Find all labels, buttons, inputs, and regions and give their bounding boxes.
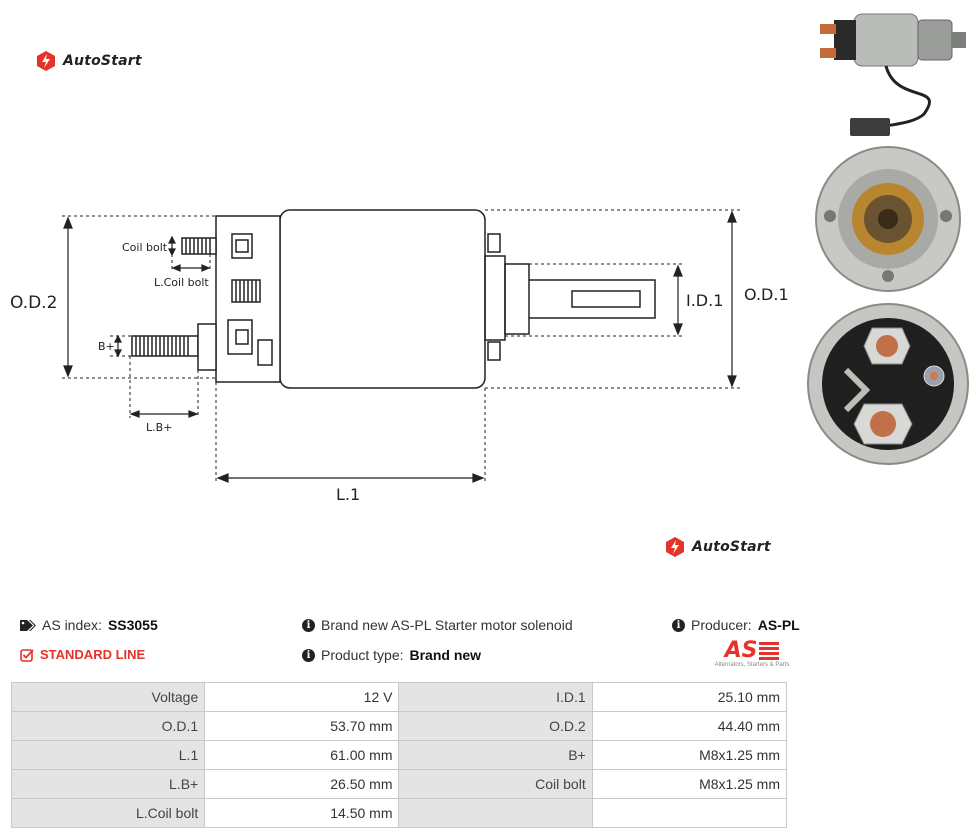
- label-l-coil-bolt: L.Coil bolt: [154, 276, 209, 289]
- spec-value: 61.00 mm: [204, 740, 400, 770]
- spec-value: M8x1.25 mm: [591, 769, 788, 799]
- product-photo-terminals[interactable]: [806, 300, 970, 468]
- producer-logo[interactable]: AS Alternators, Starters & Parts: [712, 638, 792, 669]
- spec-label: O.D.2: [398, 711, 593, 741]
- spec-label: [398, 798, 593, 828]
- standard-line-label: STANDARD LINE: [40, 647, 146, 662]
- description-text: Brand new AS-PL Starter motor solenoid: [321, 617, 573, 633]
- as-index-value: SS3055: [107, 617, 158, 633]
- producer-logo-stripes-icon: [759, 642, 780, 660]
- solenoid-dimension-diagram: Coil bolt L.Coil bolt O.D.2 B+ L.B+ L.1 …: [10, 209, 789, 504]
- producer: i Producer: AS-PL: [672, 617, 800, 633]
- autostart-logo-icon: [666, 537, 684, 557]
- table-row: L.Coil bolt 14.50 mm: [10, 798, 788, 828]
- producer-label: Producer:: [691, 617, 752, 633]
- spec-value: 25.10 mm: [591, 682, 788, 712]
- spec-value: 12 V: [204, 682, 400, 712]
- producer-logo-text: AS: [724, 638, 758, 663]
- label-l1: L.1: [336, 485, 360, 504]
- spec-label: B+: [398, 740, 593, 770]
- label-od2: O.D.2: [10, 293, 57, 313]
- spec-value: 44.40 mm: [591, 711, 788, 741]
- spec-label: L.Coil bolt: [10, 798, 206, 828]
- label-id1: I.D.1: [686, 291, 723, 310]
- spec-label: Coil bolt: [398, 769, 593, 799]
- brand-logo-bottom[interactable]: AutoStart: [664, 536, 771, 558]
- solenoid-body: [279, 209, 486, 389]
- as-index: AS index: SS3055: [20, 617, 158, 633]
- b-plus-bolt-thread: [131, 323, 217, 371]
- table-row: Voltage 12 V I.D.1 25.10 mm: [10, 682, 788, 712]
- info-icon: i: [672, 618, 685, 632]
- spec-value: 53.70 mm: [204, 711, 400, 741]
- brand-logo-text: AutoStart: [692, 539, 771, 555]
- producer-tagline: Alternators, Starters & Parts: [714, 662, 790, 668]
- spec-label: O.D.1: [10, 711, 206, 741]
- product-type-label: Product type:: [321, 647, 404, 663]
- spec-value: M8x1.25 mm: [591, 740, 788, 770]
- label-l-b-plus: L.B+: [146, 421, 172, 434]
- spec-label: L.B+: [10, 769, 206, 799]
- product-type-value: Brand new: [409, 647, 482, 663]
- table-row: L.B+ 26.50 mm Coil bolt M8x1.25 mm: [10, 769, 788, 799]
- product-type: i Product type: Brand new: [302, 647, 481, 663]
- info-icon: i: [302, 618, 315, 632]
- spec-label: Voltage: [10, 682, 206, 712]
- check-square-icon: [20, 648, 34, 662]
- label-od1: O.D.1: [744, 285, 789, 304]
- info-icon: i: [302, 648, 315, 662]
- table-row: L.1 61.00 mm B+ M8x1.25 mm: [10, 740, 788, 770]
- specs-table: Voltage 12 V I.D.1 25.10 mm O.D.1 53.70 …: [10, 682, 788, 828]
- label-coil-bolt: Coil bolt: [122, 241, 168, 254]
- spec-label: I.D.1: [398, 682, 593, 712]
- product-photo-side[interactable]: [806, 4, 970, 144]
- standard-line-badge: STANDARD LINE: [20, 647, 145, 662]
- brand-logo-top[interactable]: AutoStart: [35, 50, 142, 72]
- product-description: i Brand new AS-PL Starter motor solenoid: [302, 617, 573, 633]
- spec-value: 14.50 mm: [204, 798, 400, 828]
- autostart-logo-icon: [37, 51, 55, 71]
- product-photo-rear[interactable]: [806, 144, 970, 294]
- tags-icon: [20, 619, 36, 631]
- spec-label: L.1: [10, 740, 206, 770]
- as-index-label: AS index:: [42, 617, 102, 633]
- producer-value: AS-PL: [757, 617, 800, 633]
- label-b-plus: B+: [98, 340, 115, 353]
- spec-value: [591, 798, 788, 828]
- plunger: [484, 233, 656, 361]
- table-row: O.D.1 53.70 mm O.D.2 44.40 mm: [10, 711, 788, 741]
- spec-value: 26.50 mm: [204, 769, 400, 799]
- coil-bolt-thread: [181, 237, 217, 255]
- brand-logo-text: AutoStart: [63, 53, 142, 69]
